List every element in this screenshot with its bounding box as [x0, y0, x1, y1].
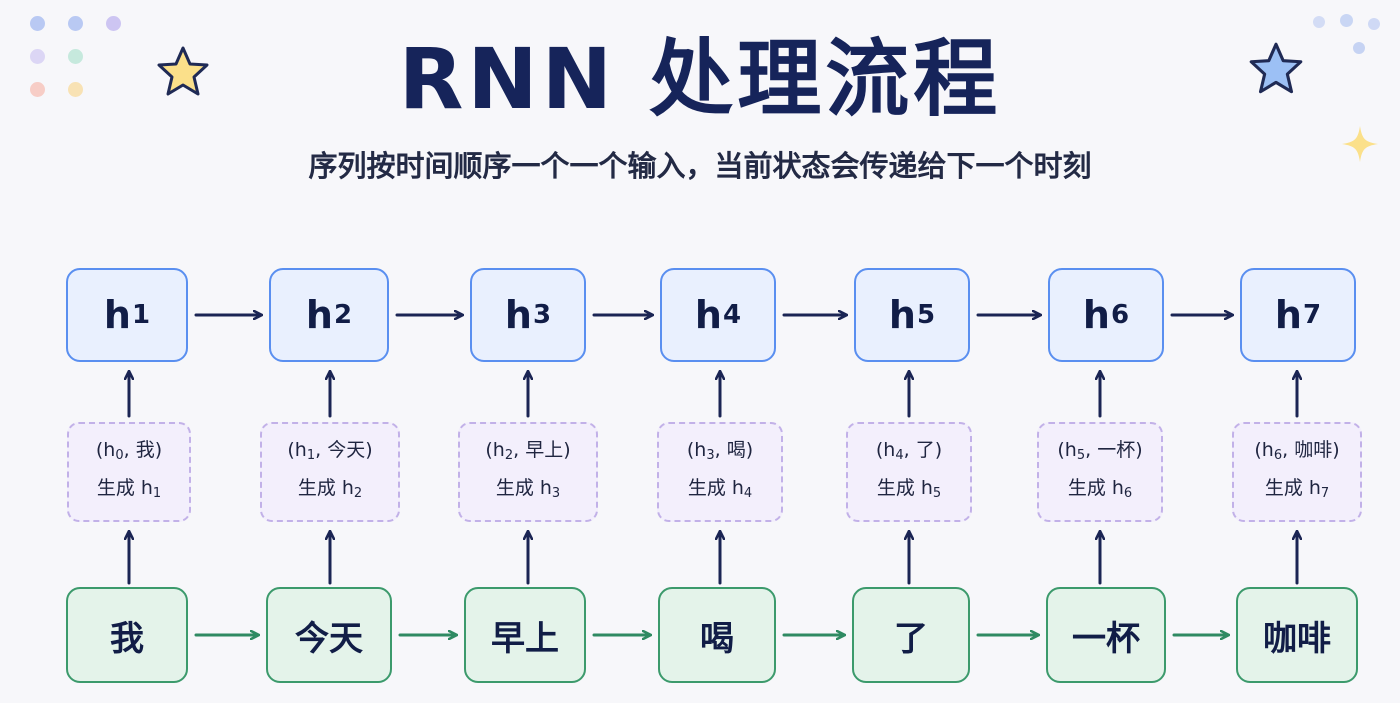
- process-output-line: 生成 h2: [298, 472, 362, 510]
- dot-grid-decoration: [0, 0, 130, 100]
- hidden-state-label: h: [1274, 293, 1302, 337]
- process-output-prefix: 生成 h: [495, 477, 552, 499]
- process-output-line: 生成 h1: [97, 472, 161, 510]
- process-inputs-rest: , 今天): [315, 439, 373, 461]
- process-inputs-prefix: (h: [485, 439, 505, 461]
- process-inputs-rest: , 喝): [714, 439, 754, 461]
- hidden-state-label: h: [504, 293, 532, 337]
- process-inputs-line: (h0, 我): [96, 434, 162, 472]
- process-output-index: 7: [1320, 486, 1330, 501]
- process-inputs-prefix: (h: [875, 439, 896, 461]
- process-node: (h0, 我)生成 h1: [67, 422, 191, 522]
- hidden-state-label: h: [1082, 293, 1110, 337]
- input-token-node: 喝: [658, 587, 776, 683]
- process-inputs-prefix: (h: [1057, 439, 1077, 461]
- process-output-prefix: 生成 h: [687, 477, 744, 499]
- process-inputs-rest: , 咖啡): [1282, 439, 1340, 461]
- hidden-state-label: h: [888, 293, 916, 337]
- process-inputs-rest: , 一杯): [1085, 439, 1143, 461]
- process-output-line: 生成 h7: [1265, 472, 1329, 510]
- process-inputs-line: (h5, 一杯): [1057, 434, 1142, 472]
- process-inputs-prefix: (h: [95, 439, 116, 461]
- process-node: (h4, 了)生成 h5: [846, 422, 972, 522]
- process-node: (h6, 咖啡)生成 h7: [1232, 422, 1362, 522]
- hidden-state-index: 6: [1110, 300, 1130, 330]
- process-output-line: 生成 h3: [496, 472, 560, 510]
- hidden-state-index: 1: [131, 300, 151, 330]
- hidden-state-index: 2: [333, 300, 353, 330]
- dot-grid-decoration-right: [1300, 0, 1400, 70]
- process-output-line: 生成 h4: [688, 472, 752, 510]
- hidden-state-index: 7: [1302, 300, 1322, 330]
- page-subtitle: 序列按时间顺序一个一个输入，当前状态会传递给下一个时刻: [308, 149, 1092, 183]
- hidden-state-index: 4: [722, 300, 742, 330]
- process-output-prefix: 生成 h: [1067, 477, 1124, 499]
- process-inputs-index: 5: [1076, 448, 1086, 463]
- process-inputs-line: (h6, 咖啡): [1254, 434, 1339, 472]
- process-inputs-line: (h1, 今天): [287, 434, 372, 472]
- process-inputs-line: (h4, 了): [876, 434, 942, 472]
- hidden-state-label: h: [694, 293, 722, 337]
- input-token-node: 早上: [464, 587, 586, 683]
- process-inputs-prefix: (h: [287, 439, 307, 461]
- star-icon: [157, 46, 209, 96]
- page-title: RNN 处理流程: [398, 30, 1002, 128]
- hidden-state-label: h: [305, 293, 333, 337]
- process-inputs-line: (h3, 喝): [687, 434, 753, 472]
- process-inputs-index: 3: [706, 448, 715, 463]
- process-output-prefix: 生成 h: [876, 477, 933, 499]
- input-token-node: 我: [66, 587, 188, 683]
- input-token-node: 一杯: [1046, 587, 1166, 683]
- process-node: (h1, 今天)生成 h2: [260, 422, 400, 522]
- hidden-state-index: 5: [916, 300, 936, 330]
- process-node: (h5, 一杯)生成 h6: [1037, 422, 1163, 522]
- process-inputs-prefix: (h: [1254, 439, 1274, 461]
- process-output-line: 生成 h5: [877, 472, 941, 510]
- input-token-node: 咖啡: [1236, 587, 1358, 683]
- process-inputs-rest: , 了): [903, 439, 943, 461]
- hidden-state-index: 3: [532, 300, 552, 330]
- process-inputs-prefix: (h: [686, 439, 707, 461]
- process-output-prefix: 生成 h: [1264, 477, 1321, 499]
- process-output-line: 生成 h6: [1068, 472, 1132, 510]
- process-inputs-rest: , 早上): [513, 439, 571, 461]
- process-output-prefix: 生成 h: [96, 477, 153, 499]
- process-inputs-rest: , 我): [123, 439, 163, 461]
- input-token-node: 了: [852, 587, 970, 683]
- process-inputs-index: 1: [306, 448, 316, 463]
- process-output-index: 6: [1123, 486, 1133, 501]
- process-output-index: 1: [152, 486, 162, 501]
- hidden-state-label: h: [103, 293, 131, 337]
- process-output-index: 2: [353, 486, 363, 501]
- process-output-index: 4: [743, 486, 753, 501]
- input-token-node: 今天: [266, 587, 392, 683]
- process-inputs-index: 6: [1273, 448, 1283, 463]
- sparkle-icon: [1342, 126, 1378, 162]
- process-inputs-line: (h2, 早上): [485, 434, 570, 472]
- process-node: (h2, 早上)生成 h3: [458, 422, 598, 522]
- process-inputs-index: 0: [115, 448, 124, 463]
- process-node: (h3, 喝)生成 h4: [657, 422, 783, 522]
- process-inputs-index: 2: [504, 448, 514, 463]
- process-inputs-index: 4: [895, 448, 904, 463]
- process-output-index: 3: [551, 486, 561, 501]
- process-output-index: 5: [932, 486, 942, 501]
- star-icon-blue: [1249, 42, 1303, 94]
- process-output-prefix: 生成 h: [297, 477, 354, 499]
